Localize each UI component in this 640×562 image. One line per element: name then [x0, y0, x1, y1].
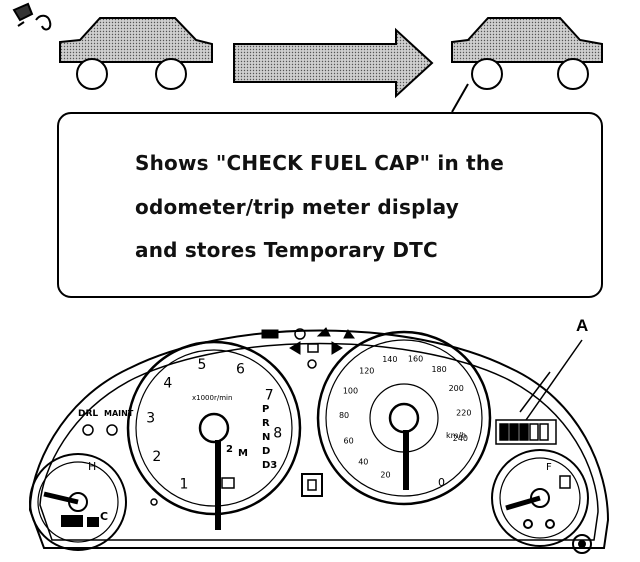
- temp-label-hot: H: [88, 460, 96, 473]
- label-a-leader: [519, 339, 583, 421]
- speed-tick-3: 80: [339, 411, 349, 420]
- callout-line-1: Shows "CHECK FUEL CAP" in the: [135, 151, 505, 175]
- gear-5: 2: [226, 444, 233, 455]
- speed-tick-4: 100: [343, 386, 358, 395]
- speed-tick-2: 60: [343, 437, 353, 446]
- tachometer: [126, 340, 302, 530]
- speed-tick-11: 240: [453, 434, 468, 443]
- callout-box: [57, 112, 603, 298]
- speedometer-unit: km/h: [446, 431, 466, 440]
- fuel-gauge: [491, 449, 589, 547]
- maint-indicator: MAINT: [104, 409, 134, 418]
- speedometer: [316, 330, 492, 506]
- trip-reset-knob: [572, 534, 592, 554]
- warning-lights: [261, 327, 355, 369]
- gear-4: D3: [262, 460, 277, 471]
- indicator-lights-left: [82, 424, 118, 436]
- callout-line-3: and stores Temporary DTC: [135, 238, 438, 262]
- label-a: A: [576, 316, 589, 335]
- tach-tick-0: 1: [179, 477, 188, 493]
- tach-tick-3: 4: [163, 376, 172, 392]
- shift-indicator-box: [301, 473, 323, 497]
- tachometer-tick-labels: 1 2 3 4 5 6 7 8: [146, 357, 282, 492]
- tach-tick-6: 7: [265, 388, 274, 404]
- fuel-label-full: F: [546, 462, 552, 473]
- speed-tick-1: 40: [358, 458, 368, 467]
- speed-tick-9: 200: [449, 384, 464, 393]
- speed-tick-6: 140: [382, 355, 397, 364]
- drl-indicator: DRL: [78, 409, 98, 419]
- speedometer-zero: 0: [438, 476, 445, 489]
- fuel-cap-icon: [12, 2, 52, 31]
- temp-label-cold: C: [100, 510, 108, 523]
- odometer-display: [495, 419, 557, 445]
- tach-tick-1: 2: [152, 449, 161, 465]
- callout-line-2: odometer/trip meter display: [135, 195, 459, 219]
- speed-tick-7: 160: [408, 355, 423, 364]
- gear-6: M: [238, 448, 248, 459]
- tach-tick-5: 6: [236, 362, 245, 378]
- gear-0: P: [262, 404, 269, 415]
- temperature-gauge: [29, 453, 127, 551]
- tach-tick-7: 8: [273, 426, 282, 442]
- gear-2: N: [262, 432, 270, 443]
- tach-tick-4: 5: [197, 357, 206, 373]
- tachometer-unit: x1000r/min: [192, 394, 232, 402]
- knob-left: [150, 498, 158, 506]
- speed-tick-10: 220: [456, 409, 471, 418]
- speed-tick-0: 20: [380, 471, 390, 480]
- arrow-right-icon: [233, 27, 434, 99]
- trip-reset-knob-center: [578, 540, 586, 548]
- gear-1: R: [262, 418, 270, 429]
- gear-3: D: [262, 446, 270, 457]
- speed-tick-8: 180: [431, 365, 446, 374]
- tach-tick-2: 3: [146, 410, 155, 426]
- instrument-cluster: [28, 329, 610, 549]
- speedometer-tick-labels: 20 40 60 80 100 120 140 160 180 200 220 240: [339, 355, 471, 480]
- callout-pointer: [451, 83, 469, 113]
- speed-tick-5: 120: [359, 366, 374, 375]
- car-right-icon: [451, 17, 603, 90]
- car-left-icon: [59, 17, 213, 90]
